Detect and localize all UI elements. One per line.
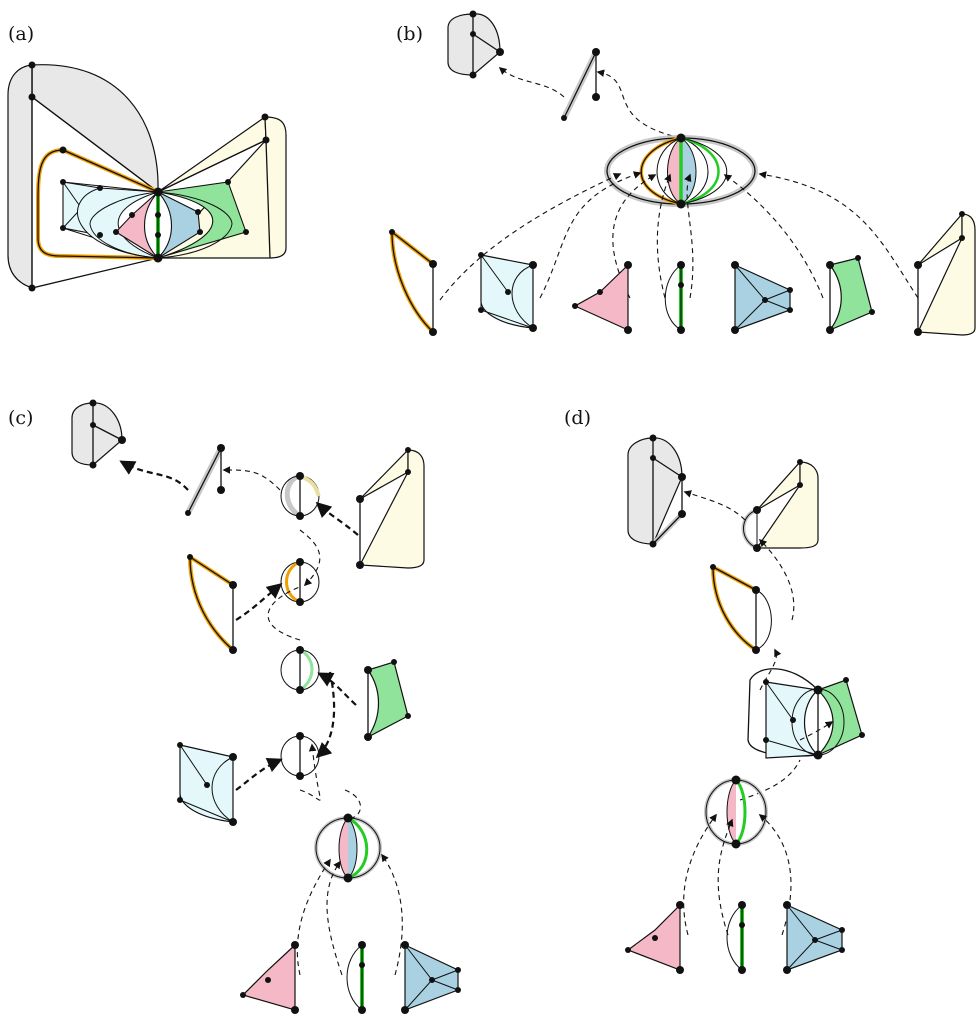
blue-face <box>157 191 201 259</box>
gray-outer-face <box>7 64 33 289</box>
yellow-outer-face <box>156 116 287 259</box>
panel-label-b: (b) <box>396 23 423 45</box>
gray-face <box>31 64 159 194</box>
panel-label-c: (c) <box>8 407 33 429</box>
panel-label-d: (d) <box>564 407 591 429</box>
panel-label-a: (a) <box>8 23 34 45</box>
pink-face <box>115 191 159 259</box>
panel-b-tree <box>389 10 976 336</box>
panel-d-tree <box>625 434 865 974</box>
panel-c-tree <box>71 399 461 1014</box>
panel-a-graph <box>7 61 287 292</box>
gray-piece <box>447 13 501 76</box>
